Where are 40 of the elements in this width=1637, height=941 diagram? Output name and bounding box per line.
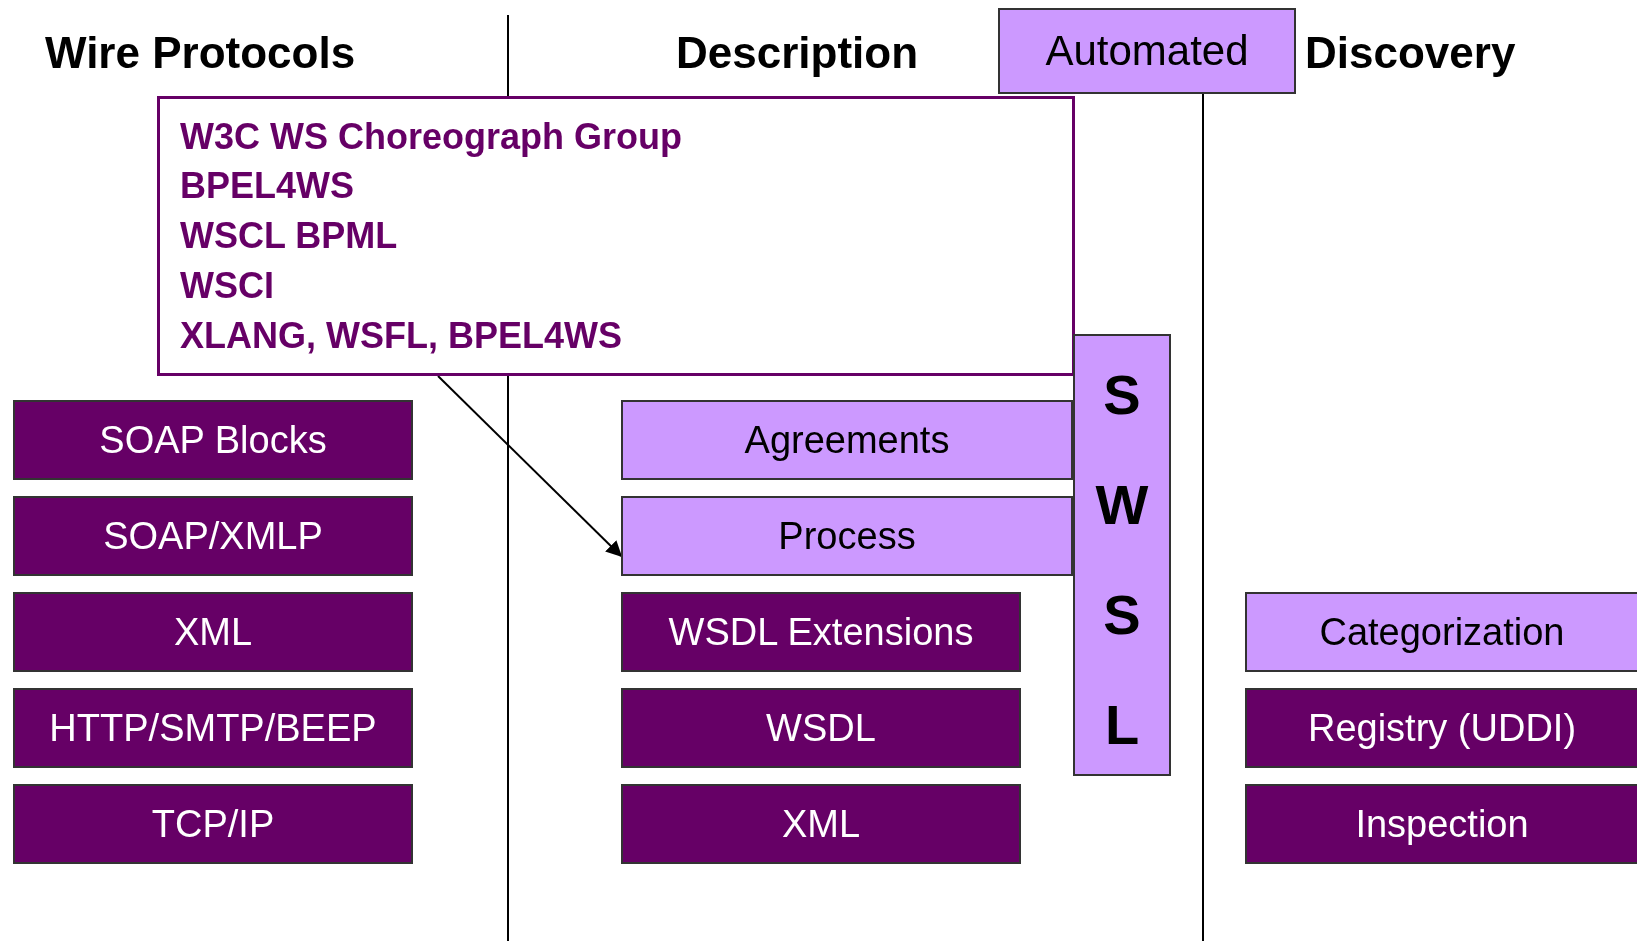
box-label: W3C WS Choreograph Group: [180, 114, 682, 159]
box-label: XML: [173, 609, 253, 655]
box-label: WSDL: [766, 705, 876, 751]
box-label: Categorization: [1319, 609, 1565, 655]
layer-box: [621, 592, 1021, 672]
box-label: WSDL Extensions: [668, 609, 974, 655]
layer-box: [621, 784, 1021, 864]
layer-box: [621, 400, 1073, 480]
box-label: Agreements: [744, 417, 950, 463]
box-label: HTTP/SMTP/BEEP: [49, 705, 377, 751]
box-label: BPEL4WS: [180, 164, 355, 209]
box-label: SWSL: [1094, 362, 1150, 758]
layer-box: [1245, 784, 1637, 864]
layer-box: [13, 496, 413, 576]
layer-box: [1245, 592, 1637, 672]
layer-box: [621, 688, 1021, 768]
layer-box: [13, 400, 413, 480]
callout-box: [157, 96, 1075, 376]
box-label: Inspection: [1355, 801, 1529, 847]
column-heading: Wire Protocols: [45, 28, 356, 78]
layer-box: [621, 496, 1073, 576]
box-label: XLANG, WSFL, BPEL4WS: [180, 313, 622, 358]
box-label: XML: [781, 801, 861, 847]
layer-box: [13, 592, 413, 672]
layer-box: [13, 784, 413, 864]
box-label: SOAP Blocks: [99, 417, 327, 463]
layer-box: [1245, 688, 1637, 768]
heading-box: [998, 8, 1296, 94]
box-label: SOAP/XMLP: [103, 513, 323, 559]
box-label: Registry (UDDI): [1307, 705, 1577, 751]
layer-box: [13, 688, 413, 768]
vertical-band: [1073, 334, 1171, 776]
box-label: WSCI: [180, 263, 274, 308]
column-heading: Discovery: [1305, 28, 1516, 78]
arrow: [437, 375, 623, 558]
box-label: Process: [778, 513, 916, 559]
box-label: Automated: [1045, 26, 1249, 76]
box-label: TCP/IP: [151, 801, 275, 847]
box-label: WSCL BPML: [180, 214, 398, 259]
column-heading: Description: [676, 28, 919, 78]
